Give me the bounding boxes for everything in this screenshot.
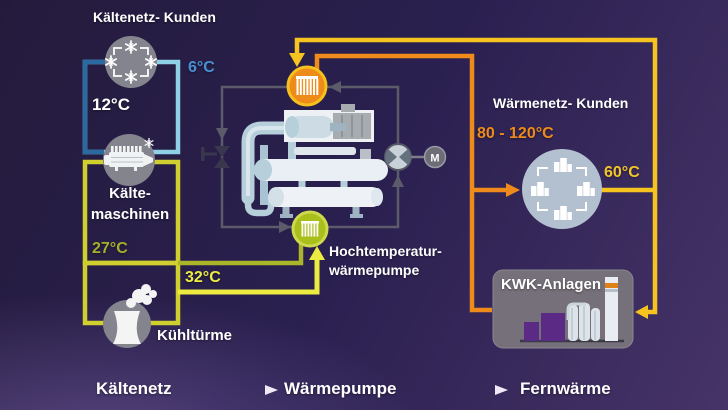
cold-return-temp: 12°C [92,95,130,114]
condenser-icon [286,65,328,107]
heat-pump-label: Hochtemperatur-wärmepumpe [329,243,442,278]
heat-return-arrowheads [289,53,648,319]
heat-customers-icon [522,149,602,229]
heat-return-line-60c [294,37,658,315]
chillers-icon [103,134,155,186]
footer-step-heat-pump: Wärmepumpe [284,379,397,398]
motor-label: M [430,153,439,165]
chp-box [492,269,634,349]
warm-return-temp: 27°C [92,240,128,257]
cooling-towers-label: Kühltürme [157,327,232,344]
cold-customers-title: Kältenetz- Kunden [93,9,216,25]
expansion-valve-icon [201,146,230,168]
warm-return-line-27c [178,244,304,266]
cold-supply-temp: 6°C [188,59,215,76]
cooling-tower-icon [103,284,157,348]
heat-pump-unit-illustration [241,104,388,218]
chp-label: KWK-Anlagen [501,276,601,293]
heat-supply-arrowhead [506,183,520,197]
chp-plant-icon [520,277,624,343]
warm-supply-arrowhead [309,246,325,260]
warm-supply-temp: 32°C [185,269,221,286]
heat-return-temp: 60°C [604,164,640,181]
cold-customers-icon [104,36,158,88]
evaporator-icon [291,210,329,248]
heat-customers-title: Wärmenetz- Kunden [493,95,629,111]
heat-supply-temp: 80 - 120°C [477,125,554,142]
compressor-icon [384,143,412,171]
warm-supply-line-32c [178,258,320,295]
heat-supply-line-80-120c [314,53,506,313]
footer-flow-arrows [186,385,508,395]
footer-step-cold-network: Kältenetz [96,379,172,398]
chillers-label: Kälte-maschinen [90,185,170,223]
motor-icon: M [423,145,447,169]
footer-step-district-heating: Fernwärme [520,379,611,398]
